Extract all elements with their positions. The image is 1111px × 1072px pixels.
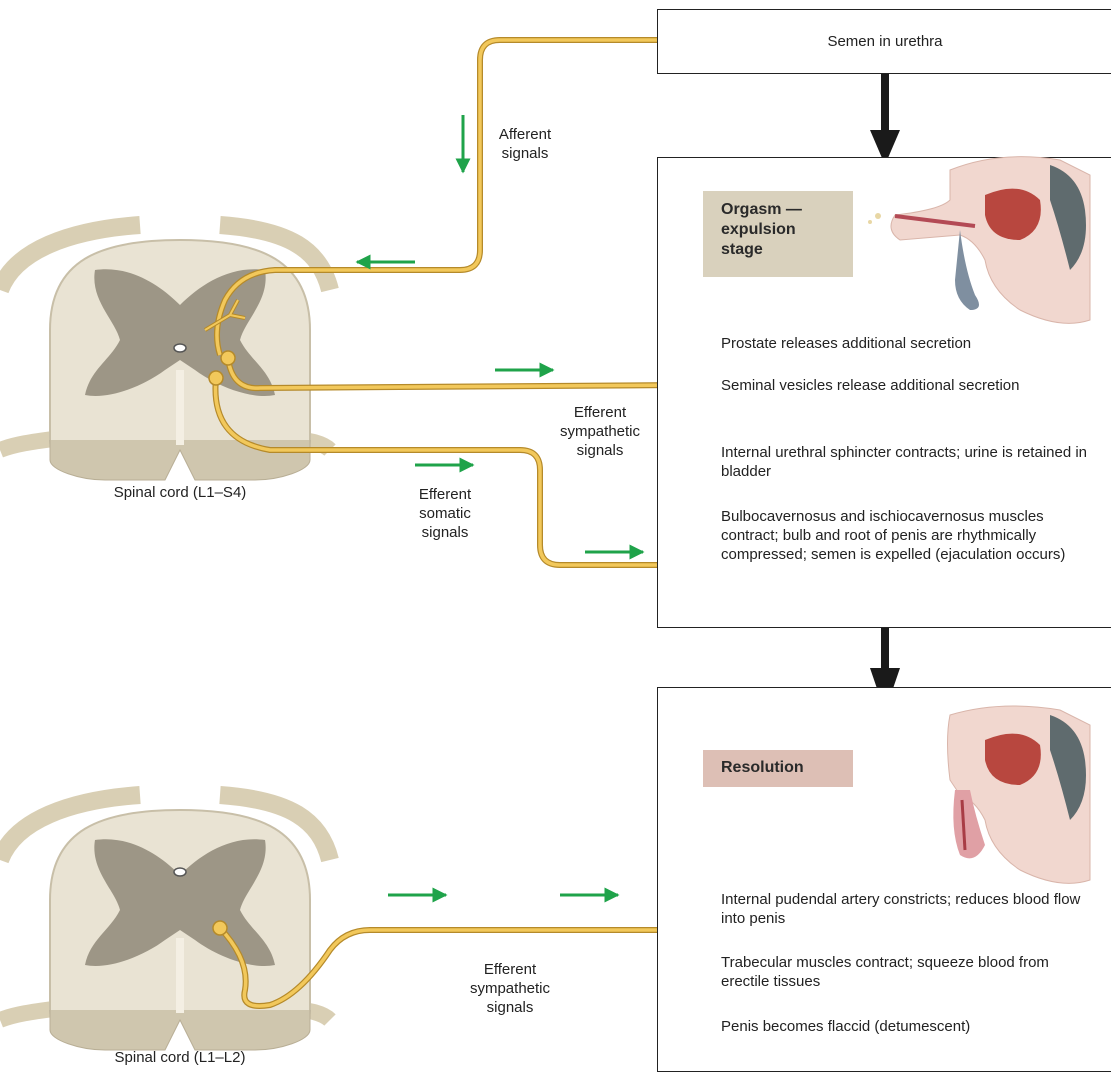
resolution-stage-label: Resolution [703, 750, 853, 787]
orgasm-stage-label: Orgasm — expulsion stage [703, 191, 853, 277]
anatomy-resolution-image [948, 706, 1091, 883]
anatomy-orgasm-image [868, 157, 1090, 324]
effect-urethral-sphincter: Internal urethral sphincter contracts; u… [721, 443, 1091, 481]
orgasm-stage-text: Orgasm — expulsion stage [721, 200, 802, 260]
effect-pudendal-artery: Internal pudendal artery constricts; red… [721, 890, 1106, 928]
effect-ejaculation: Bulbocavernosus and ischiocavernosus mus… [721, 507, 1101, 564]
effect-seminal-vesicles: Seminal vesicles release additional secr… [721, 376, 1041, 395]
efferent-somatic-label: Efferent somatic signals [395, 485, 495, 542]
effect-trabecular-muscles: Trabecular muscles contract; squeeze blo… [721, 953, 1081, 991]
effect-flaccid: Penis becomes flaccid (detumescent) [721, 1017, 1081, 1036]
efferent-sympathetic-upper-label: Efferent sympathetic signals [545, 403, 655, 460]
spinal-cord-lower-caption: Spinal cord (L1–L2) [80, 1048, 280, 1067]
afferent-signals-label: Afferent signals [475, 125, 575, 163]
spinal-cord-upper-caption: Spinal cord (L1–S4) [80, 483, 280, 502]
resolution-stage-text: Resolution [721, 758, 804, 778]
effect-prostate: Prostate releases additional secretion [721, 334, 1101, 353]
efferent-sympathetic-lower-label: Efferent sympathetic signals [455, 960, 565, 1017]
